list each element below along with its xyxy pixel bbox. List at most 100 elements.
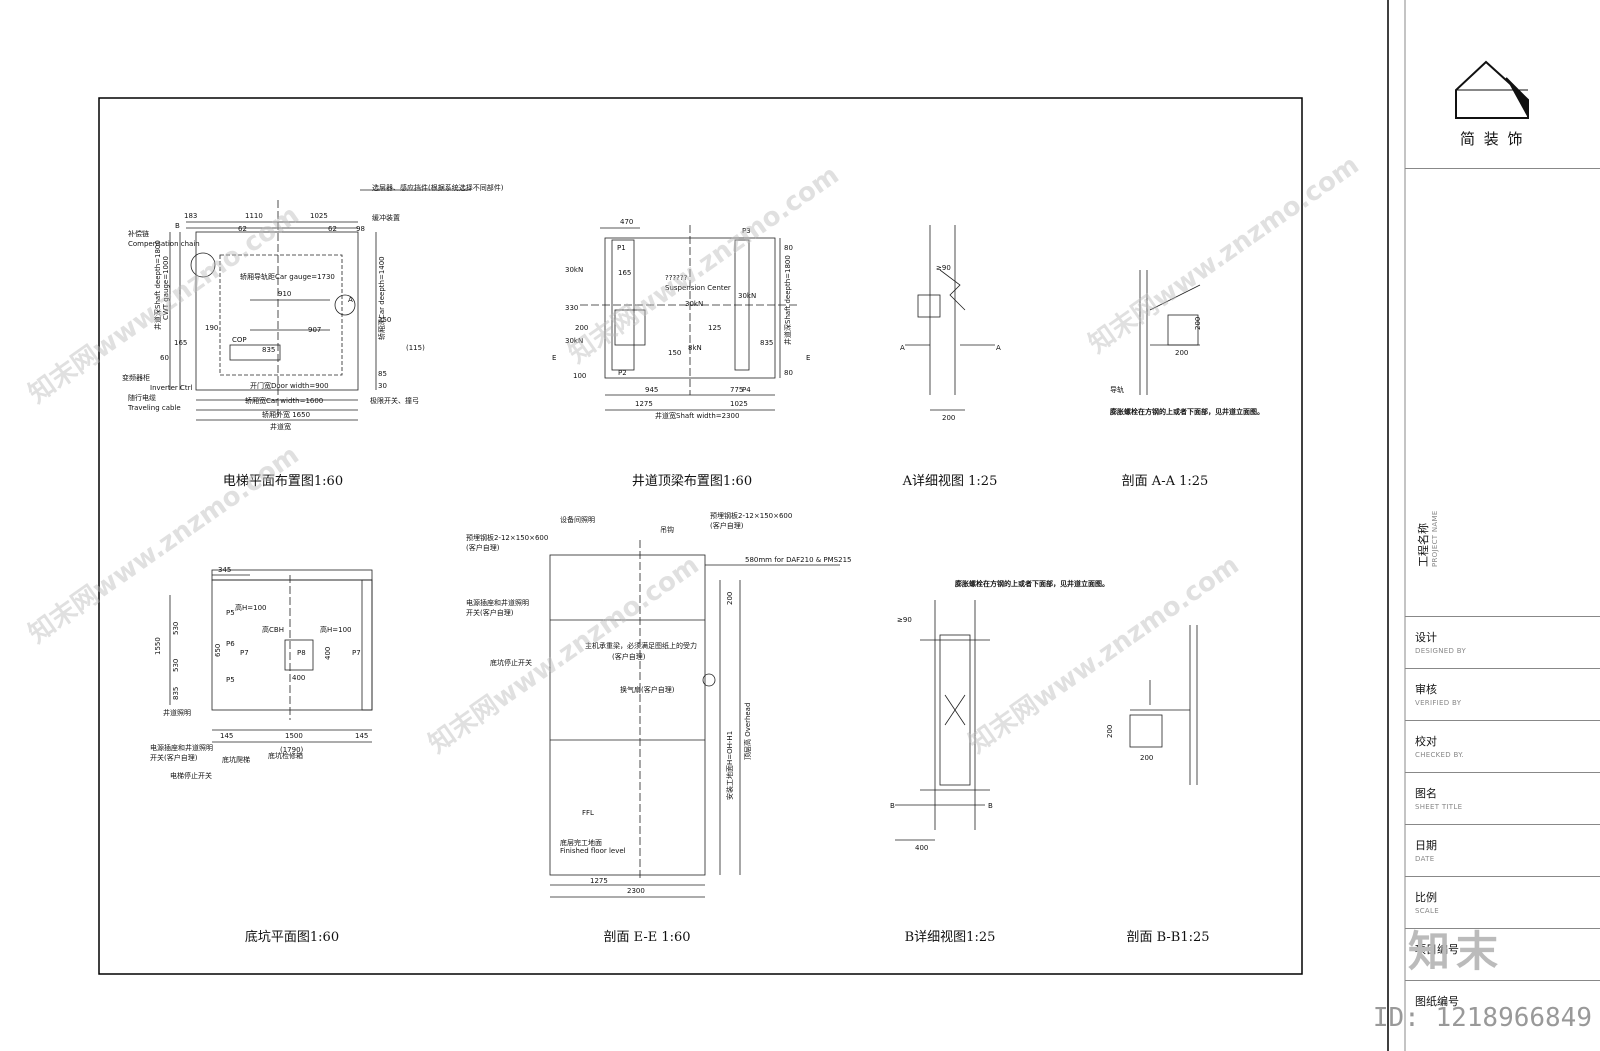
- detail-b: [895, 600, 990, 841]
- plan-shaft-width: 井道宽: [270, 422, 291, 431]
- plan-dim-85: 85: [378, 370, 387, 378]
- tb-date: 日期 DATE: [1405, 824, 1600, 877]
- plan-dim-30: 30: [378, 382, 387, 390]
- beam-dim-945: 945: [645, 386, 658, 394]
- pit-dim-145b: 145: [355, 732, 368, 740]
- tb-checked: 校对 CHECKED BY.: [1405, 720, 1600, 773]
- plan-note-buffer: 缓冲装置: [372, 213, 400, 222]
- pit-note-4: 底坑爬梯: [222, 755, 250, 764]
- pit-dim-400a: 400: [292, 674, 305, 682]
- section-bb-d200a: 200: [1106, 725, 1114, 738]
- see-note-7b: (客户自理): [612, 652, 646, 661]
- see-note-4b: (客户自理): [710, 521, 744, 530]
- pit-note-1: 井道照明: [163, 708, 191, 717]
- beam-dim-1025: 1025: [730, 400, 748, 408]
- beam-shaft-depth: 井道深Shaft deepth=1800: [783, 255, 792, 345]
- caption-detail-a: A详细视图 1:25: [902, 474, 998, 489]
- tb-project-name: 工程名称 PROJECT NAME: [1405, 168, 1600, 617]
- tb-verified-label: 审核: [1415, 683, 1437, 696]
- logo-text: 简 装 饰: [1460, 130, 1525, 148]
- beam-dim-125: 125: [708, 324, 721, 332]
- see-dim-2300: 2300: [627, 887, 645, 895]
- beam-dim-80b: 80: [784, 369, 793, 377]
- plan-dim-165: 165: [174, 339, 187, 347]
- plan-note-top: 选层器、感应挡件(根据系统选择不同部件): [372, 183, 504, 192]
- beam-p3: P3: [742, 227, 751, 235]
- detail-a-d200: 200: [942, 414, 955, 422]
- plan-inverter-cn: 变频器柜: [122, 373, 150, 382]
- caption-plan: 电梯平面布置图1:60: [222, 474, 344, 489]
- section-aa-note: 膨胀螺栓在方钢的上或者下面部，见井道立面图。: [1109, 407, 1264, 416]
- beam-dim-330: 330: [565, 304, 578, 312]
- plan-dim-183: 183: [184, 212, 197, 220]
- tb-project-no: 项目编号: [1405, 928, 1600, 981]
- tb-drawing-no: 图纸编号: [1405, 980, 1600, 1021]
- plan-label-b: B: [175, 222, 180, 230]
- tb-scale-label: 比例: [1415, 891, 1437, 904]
- pit-p7b: P7: [352, 649, 361, 657]
- detail-a-d90: ≥90: [936, 264, 951, 272]
- pit-p5b: P5: [226, 676, 235, 684]
- fan-icon: [702, 673, 716, 687]
- caption-beam: 井道顶梁布置图1:60: [631, 474, 753, 489]
- plan-door-width: 开门宽Door width=900: [250, 381, 329, 390]
- pit-note-5: 底坑检修箱: [268, 751, 303, 760]
- tb-checked-label: 校对: [1415, 735, 1437, 748]
- tb-sheet-title: 图名 SHEET TITLE: [1405, 772, 1600, 825]
- pit-dim-1790: (1790): [280, 746, 304, 754]
- drawing-border: [98, 97, 1303, 975]
- tb-designed-label: 设计: [1415, 631, 1437, 644]
- see-note-5: 580mm for DAF210 & PMS215: [745, 556, 852, 564]
- see-ffl-cn: 底层完工地面: [560, 838, 602, 847]
- tb-scale: 比例 SCALE: [1405, 876, 1600, 929]
- see-note-6b: 开关(客户自理): [466, 608, 514, 617]
- see-note-6: 电源插座和井道照明: [466, 598, 529, 607]
- plan-dim-190: 190: [205, 324, 218, 332]
- caption-detail-b: B详细视图1:25: [904, 930, 996, 945]
- plan-comp-chain-cn: 补偿链: [128, 229, 149, 238]
- shaft-outline: [195, 231, 359, 391]
- beam-load-8: 8kN: [688, 344, 702, 352]
- plan-dim-115: (115): [406, 344, 425, 352]
- counterweight-circle: [190, 252, 216, 278]
- beam-dim-80a: 80: [784, 244, 793, 252]
- see-note-8: 底坑停止开关: [490, 658, 532, 667]
- plan-traveling: Traveling cable: [127, 404, 181, 412]
- plan-car-width: 轿厢宽Car width=1600: [245, 396, 323, 405]
- logo-house-icon: [1455, 60, 1529, 119]
- beam-dim-150: 150: [668, 349, 681, 357]
- plan-label-a: A: [348, 296, 353, 304]
- plan-dim-1110: 1110: [245, 212, 263, 220]
- see-dim-200: 200: [726, 592, 734, 605]
- pit-dim-1500: 1500: [285, 732, 303, 740]
- plan-inverter: Inverter Ctrl: [150, 384, 192, 392]
- pit-dim-400b: 400: [324, 647, 332, 660]
- see-dim-1275: 1275: [590, 877, 608, 885]
- detail-a-label-right: A: [996, 344, 1001, 352]
- pit-dim-530a: 530: [172, 622, 180, 635]
- beam-load-30b: 30kN: [565, 337, 583, 345]
- beam-dim-100: 100: [573, 372, 586, 380]
- see-overhead-note: 安装工地面H=OH-H1: [725, 731, 734, 800]
- caption-pit: 底坑平面图1:60: [244, 930, 340, 945]
- tb-checked-sub: CHECKED BY.: [1415, 751, 1464, 759]
- section-bb: [1129, 625, 1198, 785]
- plan-dim-62a: 62: [238, 225, 247, 233]
- section-ee: [549, 540, 840, 898]
- beam-dim-200: 200: [575, 324, 588, 332]
- beam-load-30d: 30kN: [738, 292, 756, 300]
- tb-designed: 设计 DESIGNED BY: [1405, 616, 1600, 669]
- beam-p4: P4: [742, 386, 751, 394]
- tb-sheet-title-sub: SHEET TITLE: [1415, 803, 1463, 811]
- pit-h100b: 高H=100: [320, 625, 352, 634]
- tb-date-label: 日期: [1415, 839, 1437, 852]
- tb-drawing-no-label: 图纸编号: [1415, 995, 1459, 1008]
- plan-car-gauge: 轿厢导轨距Car gauge=1730: [240, 272, 335, 281]
- see-note-3: 吊钩: [660, 525, 674, 534]
- car-outline: [219, 254, 343, 376]
- see-ffl-en: Finished floor level: [560, 847, 626, 855]
- tb-project-no-label: 项目编号: [1415, 943, 1459, 956]
- pit-dim-530b: 530: [172, 659, 180, 672]
- beam-label-e-left: E: [552, 354, 556, 362]
